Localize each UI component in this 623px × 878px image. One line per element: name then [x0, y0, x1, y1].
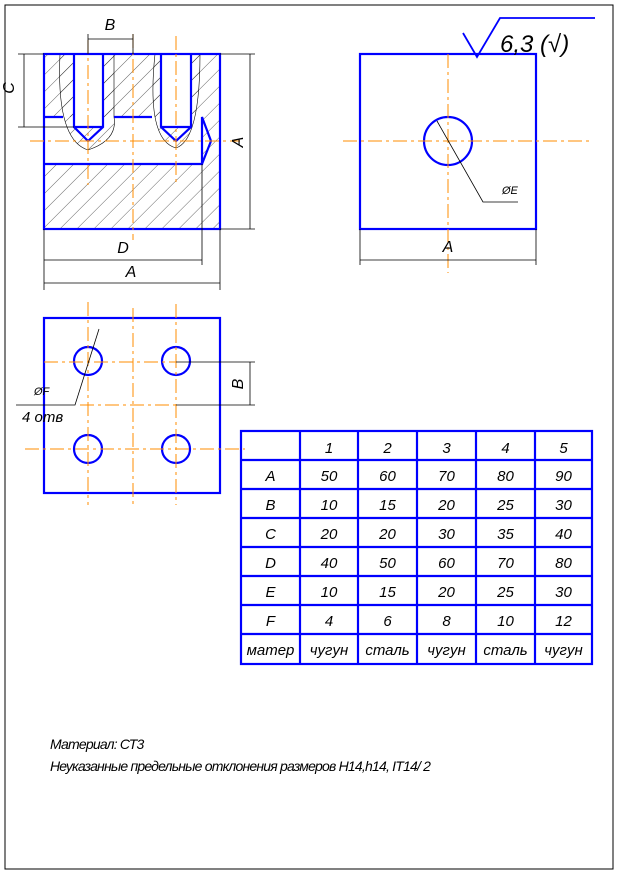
- material-note: Материал: СТ3: [50, 736, 145, 752]
- table-cell: 10: [497, 613, 514, 630]
- table-cell: 60: [379, 468, 396, 485]
- table-cell: 30: [555, 497, 572, 514]
- top-dim-b-label: B: [230, 378, 247, 389]
- table-cell: 90: [555, 468, 572, 485]
- table-cell: 25: [496, 497, 514, 514]
- table-cell: 10: [321, 584, 338, 601]
- side-view: [343, 17, 595, 273]
- dim-a-horizontal-label: A: [125, 264, 137, 281]
- table-cell: 80: [555, 555, 572, 572]
- table-column-header: 1: [325, 440, 333, 457]
- table-cell: 70: [438, 468, 455, 485]
- table-cell: 25: [496, 584, 514, 601]
- table-cell: 20: [378, 526, 396, 543]
- table-cell: 15: [379, 497, 396, 514]
- table-cell: 35: [497, 526, 514, 543]
- table-cell: чугун: [310, 642, 348, 659]
- dim-d-label: D: [117, 240, 129, 257]
- table-cell: 8: [442, 613, 451, 630]
- hole-count-label: 4 отв: [22, 409, 63, 426]
- table-column-header: 3: [442, 440, 451, 457]
- side-dim-a-label: A: [442, 239, 454, 256]
- table-cell: 70: [497, 555, 514, 572]
- table-cell: 6: [383, 613, 392, 630]
- table-cell: 80: [497, 468, 514, 485]
- table-row-label: B: [265, 497, 275, 514]
- top-view: [16, 302, 255, 505]
- table-cell: чугун: [427, 642, 465, 659]
- table-cell: 15: [379, 584, 396, 601]
- roughness-value: 6,3 (√): [500, 31, 569, 58]
- table-cell: сталь: [483, 642, 527, 659]
- table-row-label: C: [265, 526, 276, 543]
- table-cell: 60: [438, 555, 455, 572]
- table-column-header: 2: [382, 440, 392, 457]
- table-cell: 20: [320, 526, 338, 543]
- table-cell: 20: [437, 497, 455, 514]
- table-row-label: F: [266, 613, 276, 630]
- table-row-label: матер: [247, 642, 295, 659]
- drawing-frame: [4, 4, 614, 870]
- table-cell: 20: [437, 584, 455, 601]
- table-cell: 30: [555, 584, 572, 601]
- table-row-label: D: [265, 555, 276, 572]
- dim-b-label: B: [105, 17, 116, 34]
- table-cell: 50: [321, 468, 338, 485]
- dim-a-vertical-label: A: [230, 137, 247, 149]
- table-row-label: A: [264, 468, 275, 485]
- dim-c-label: C: [1, 82, 18, 94]
- table-cell: 10: [321, 497, 338, 514]
- table-cell: 4: [325, 613, 333, 630]
- table-row-label: E: [265, 584, 276, 601]
- hole-e-label: ØE: [501, 185, 519, 197]
- table-cell: чугун: [544, 642, 582, 659]
- front-section-view: [18, 34, 255, 290]
- table-cell: 40: [321, 555, 338, 572]
- table-cell: сталь: [365, 642, 409, 659]
- table-cell: 50: [379, 555, 396, 572]
- roughness-symbol: [462, 17, 595, 59]
- table-cell: 40: [555, 526, 572, 543]
- tolerance-note: Неуказанные предельные отклонения размер…: [50, 758, 431, 774]
- table-column-header: 5: [559, 440, 568, 457]
- table-column-header: 4: [501, 440, 509, 457]
- table-cell: 12: [555, 613, 572, 630]
- hole-f-label: ØF: [33, 386, 51, 398]
- table-cell: 30: [438, 526, 455, 543]
